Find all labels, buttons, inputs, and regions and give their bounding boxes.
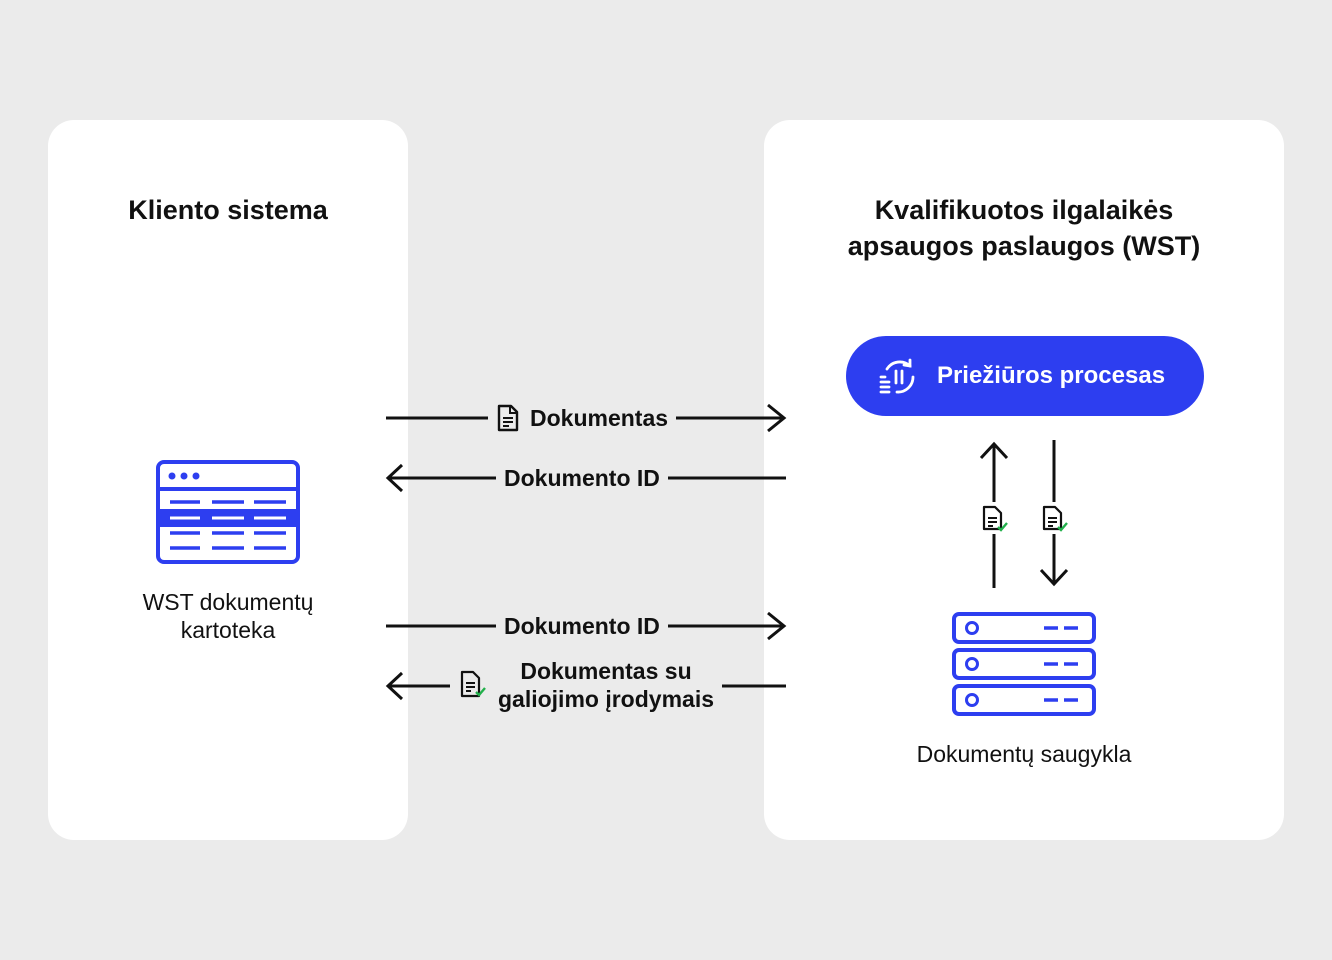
client-system-panel [48, 120, 408, 840]
verified-document-icon [978, 502, 1010, 534]
server-storage-icon [952, 612, 1096, 716]
flow-label-document-out: Dokumentas [488, 403, 677, 433]
wst-title-line2: apsaugos paslaugos (WST) [847, 231, 1201, 261]
flow-text-document-out: Dokumentas [530, 405, 669, 431]
maintenance-cycle-icon [879, 358, 915, 394]
verified-document-icon [1038, 502, 1070, 534]
document-icon [497, 404, 519, 432]
flow-text-id-in: Dokumento ID [504, 465, 660, 491]
maintenance-process-label: Priežiūros procesas [936, 362, 1166, 389]
card-caption-line2: kartoteka [180, 617, 276, 643]
client-system-title: Kliento sistema [128, 195, 328, 225]
flow-label-evidence-in: Dokumentas su galiojimo įrodymais [450, 656, 722, 714]
flow-text-id-out: Dokumento ID [504, 613, 660, 639]
storage-caption: Dokumentų saugykla [916, 741, 1132, 767]
card-caption-line1: WST dokumentų [142, 589, 314, 615]
wst-service-panel [764, 120, 1284, 840]
flow-label-id-in: Dokumento ID [496, 463, 668, 493]
card-catalog-icon [156, 460, 300, 564]
flow-text-evidence-line1: Dokumentas su [520, 658, 692, 684]
wst-service-title: Kvalifikuotos ilgalaikės apsaugos paslau… [764, 192, 1284, 264]
card-catalog-caption: WST dokumentų kartoteka [48, 588, 408, 644]
flow-label-id-out: Dokumento ID [496, 611, 668, 641]
maintenance-process-pill: Priežiūros procesas [846, 336, 1204, 416]
wst-title-line1: Kvalifikuotos ilgalaikės [874, 195, 1174, 225]
flow-text-evidence-line2: galiojimo įrodymais [498, 686, 714, 712]
verified-document-icon [460, 670, 486, 698]
